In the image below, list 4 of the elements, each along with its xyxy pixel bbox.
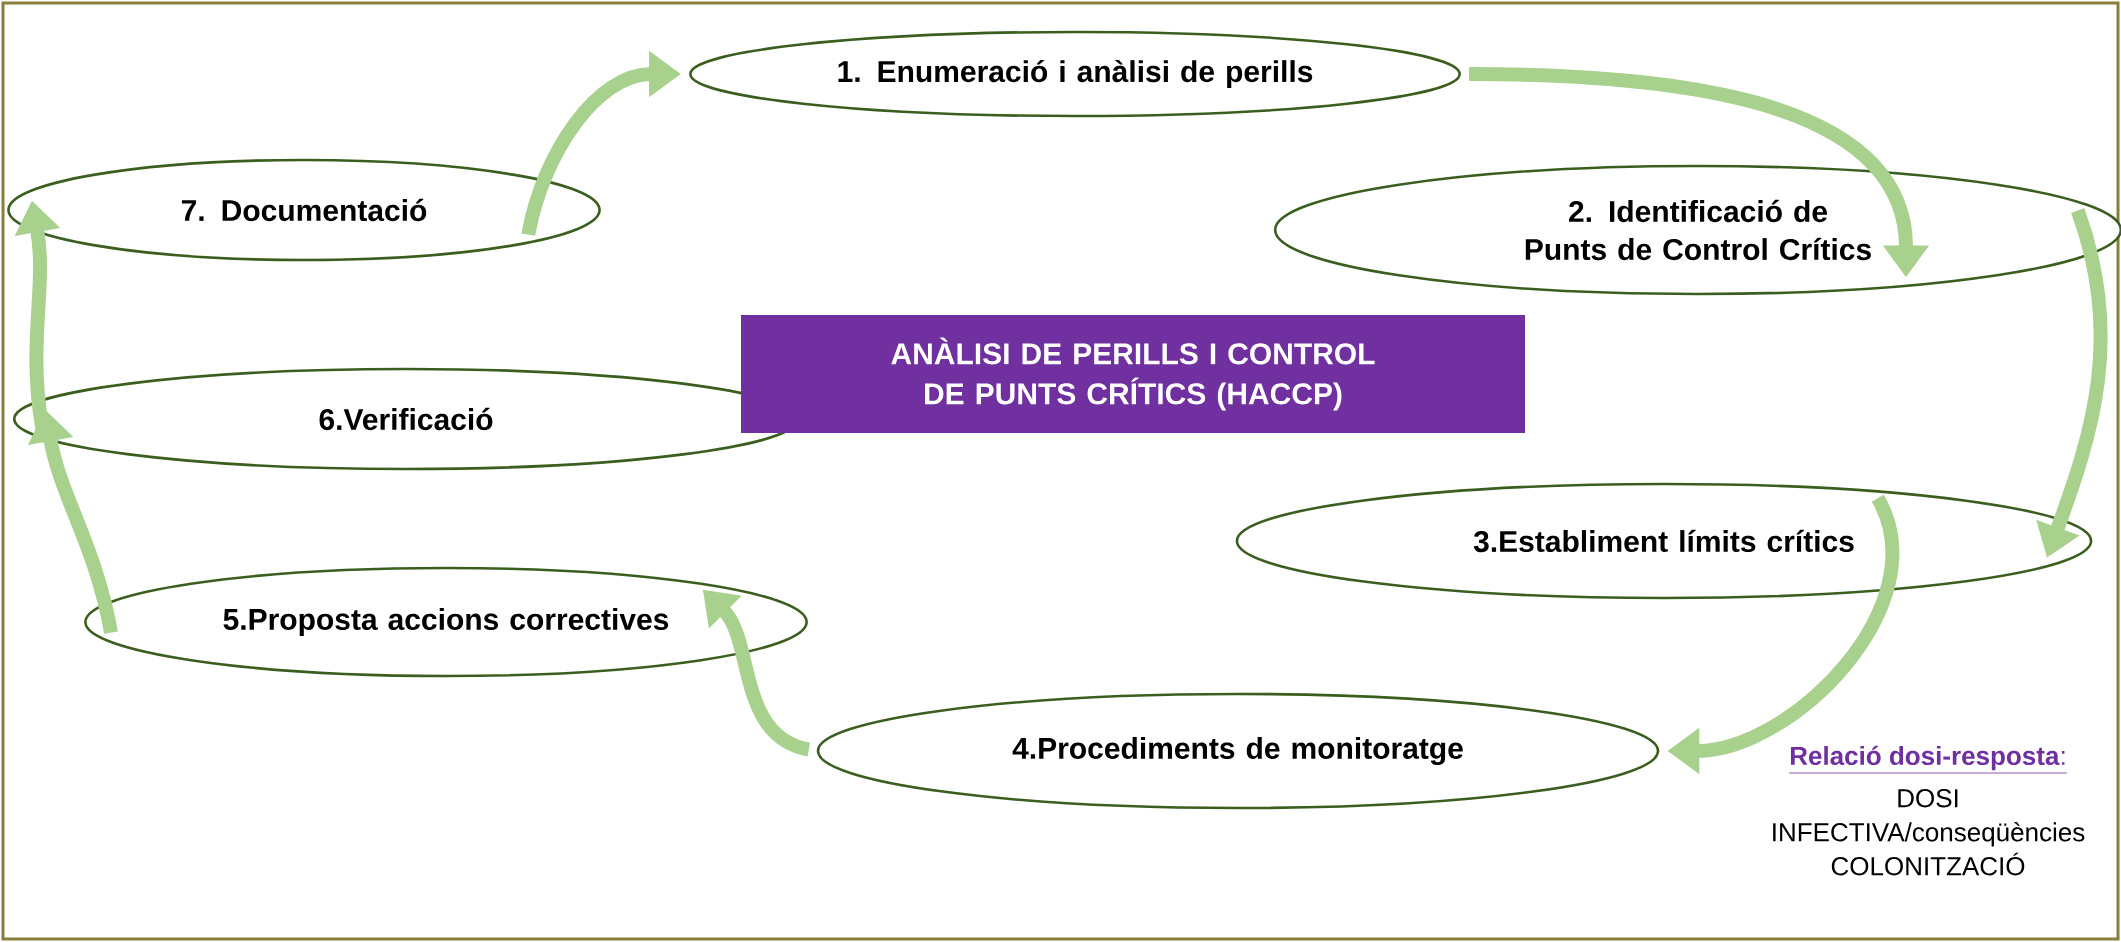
note-text: DOSI INFECTIVA/conseqüències COLONITZACIÓ <box>1773 789 2085 876</box>
heading-text: Relació dosi-resposta: <box>1788 745 2068 774</box>
title-box: ANÀLISI DE PERILLS I CONTROL DE PUNTS CRÍTICS (HACCP) <box>741 315 1525 433</box>
node-label: 2. Identificació de Punts de Control Crítics <box>1525 199 1871 261</box>
